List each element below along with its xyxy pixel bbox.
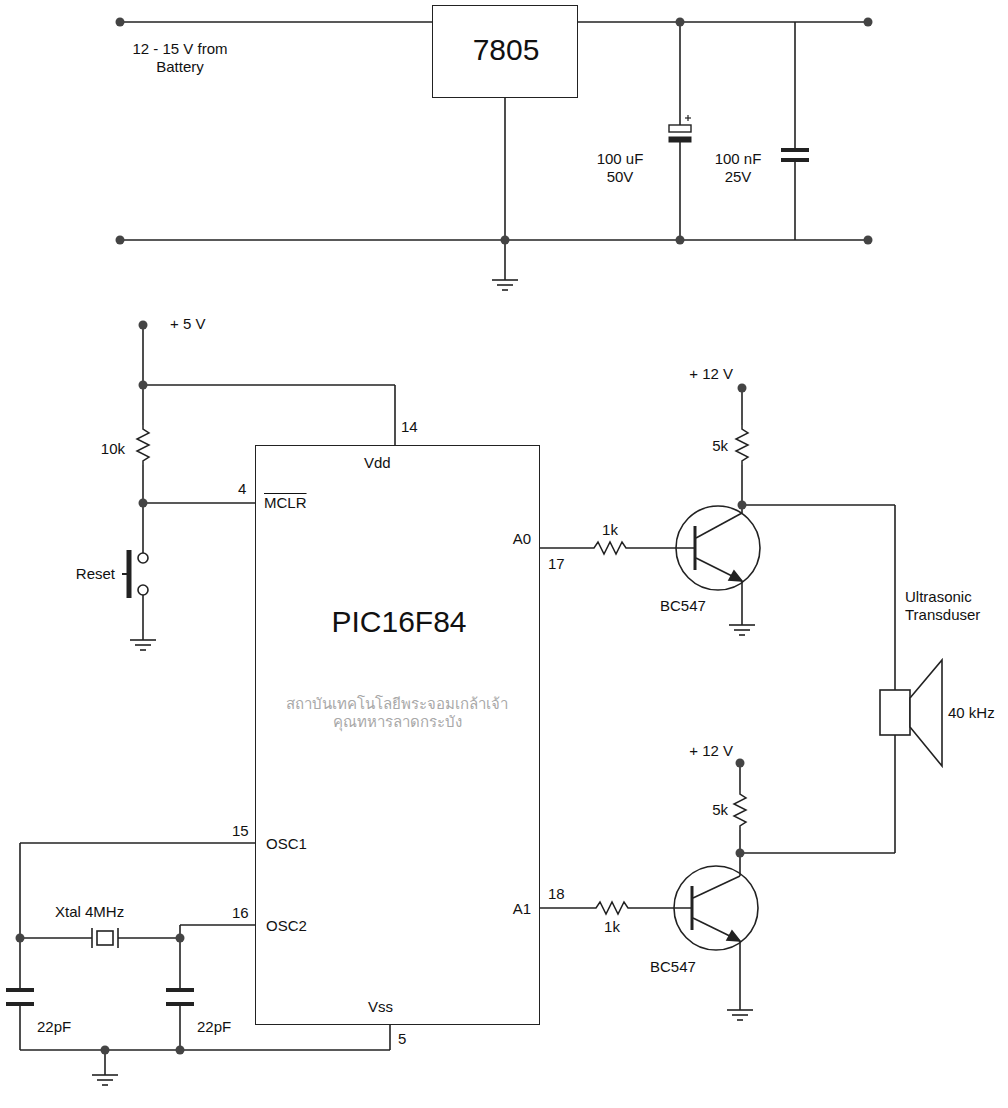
pin-name: OSC2 <box>266 917 307 935</box>
watermark: สถาบันเทคโนโลยีพระจอมเกล้าเจ้าคุณทหารลาด… <box>277 695 517 731</box>
component-value: Xtal 4MHz <box>55 903 124 921</box>
component-value: 100 uF 50V <box>589 150 651 186</box>
pin-name: A1 <box>513 900 531 918</box>
supply-label: + 12 V <box>689 742 733 760</box>
resistor-symbols <box>137 425 748 914</box>
pin-number: 17 <box>548 555 565 573</box>
component-value: 22pF <box>197 1018 231 1036</box>
component-value: 100 nF 25V <box>707 150 769 186</box>
component-value: 1k <box>602 521 618 539</box>
transistor-symbols <box>674 506 760 950</box>
component-value: 5k <box>712 801 728 819</box>
component-value: 5k <box>712 437 728 455</box>
supply-label: + 12 V <box>689 365 733 383</box>
crystal-symbol <box>92 928 118 948</box>
part-name: Ultrasonic Transduser <box>905 588 1000 624</box>
part-name: Reset <box>76 565 115 583</box>
pin-number: 16 <box>232 904 249 922</box>
component-value: 22pF <box>37 1018 71 1036</box>
part-name: BC547 <box>650 958 696 976</box>
regulator-box: 7805 <box>432 5 578 98</box>
ultrasonic-transducer <box>880 660 942 766</box>
component-value: 1k <box>604 918 620 936</box>
pin-number: 15 <box>232 822 249 840</box>
push-switch <box>122 550 148 598</box>
pin-name: OSC1 <box>266 835 307 853</box>
junction-dots <box>16 18 873 1055</box>
component-value: 10k <box>101 440 125 458</box>
ground-symbols <box>92 280 755 1085</box>
pin-name: MCLR <box>264 494 307 512</box>
part-name: BC547 <box>660 597 706 615</box>
microcontroller-chip: PIC16F84 VddMCLR A0OSC1OSC2 A1Vss <box>255 445 540 1025</box>
capacitor-symbols <box>6 115 809 1004</box>
pin-number: 5 <box>398 1030 406 1048</box>
regulator-part-number: 7805 <box>473 32 540 68</box>
chip-name: PIC16F84 <box>331 604 466 640</box>
supply-label: 12 - 15 V from Battery <box>125 40 235 76</box>
pin-name: Vss <box>368 998 393 1016</box>
pin-number: 18 <box>548 885 565 903</box>
supply-label: + 5 V <box>170 315 205 333</box>
pin-number: 14 <box>401 418 418 436</box>
component-value: 40 kHz <box>948 704 995 722</box>
pin-number: 4 <box>238 480 246 498</box>
pin-name: Vdd <box>364 454 391 472</box>
pin-name: A0 <box>513 530 531 548</box>
wires <box>20 22 895 1075</box>
